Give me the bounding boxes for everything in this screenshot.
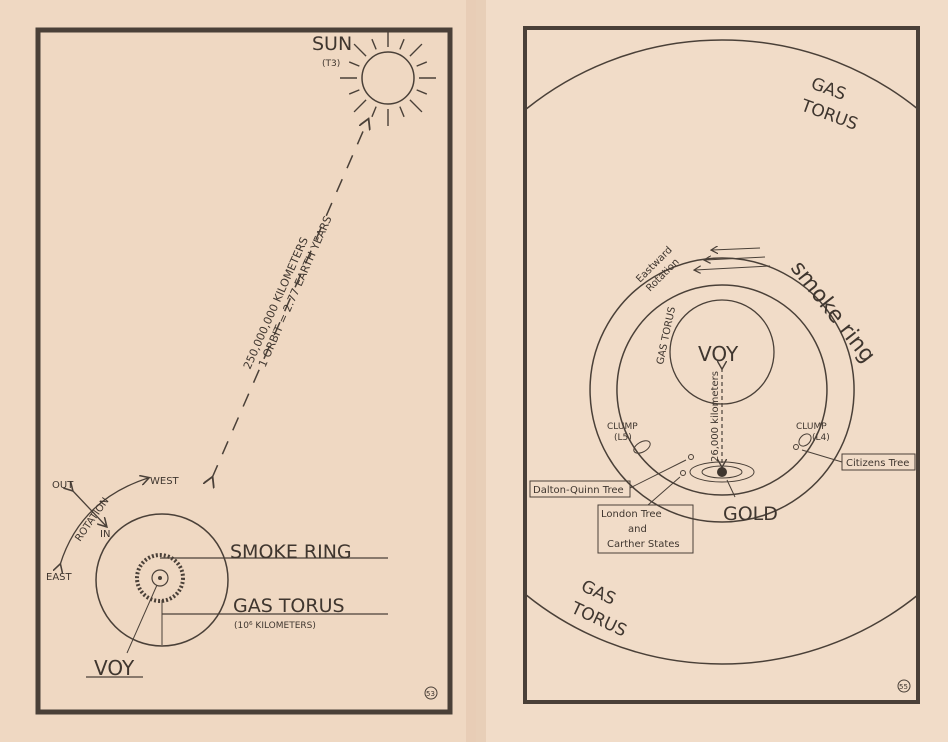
sun-ray [399,38,405,50]
citizens-tree-marker [793,444,799,450]
sun-ray [416,61,428,67]
right-page-number: 55 [899,683,908,691]
eastward-rotation-arrows [695,248,771,270]
london-tree-label: London Tree [601,509,662,520]
voy-leader [126,584,158,654]
voy-center [158,576,162,580]
page-number-badge [424,686,438,700]
voy-label: VOY [94,656,135,680]
sun-ray [353,99,367,113]
sun-ray [409,43,423,57]
sun-ray [371,38,377,50]
page-number-badge-right [897,679,911,693]
smoke-ring-band [589,257,855,523]
sun-label: SUN [312,33,352,55]
clump-l4-sub: (L4) [812,433,830,443]
carther-states-label: Carther States [607,539,680,550]
sun-ray [348,61,360,67]
sun-ray [409,99,423,113]
smoke-ring-label: SMOKE RING [230,541,352,563]
dalton-quinn-tree-marker [688,454,694,460]
citizens-tree-box [841,453,916,471]
gold-planet [689,461,755,483]
out-label: OUT [52,480,74,491]
scale-note: (10⁶ KILOMETERS) [234,621,316,631]
dalton-quinn-label: Dalton-Quinn Tree [533,485,624,496]
dalton-quinn-box [529,480,631,498]
london-tree-box [597,504,694,554]
voy-disc [151,569,169,587]
clump-l4-label: CLUMP [796,422,827,432]
gas-torus-label: GAS TORUS [233,595,345,617]
sun-icon [340,30,436,126]
in-label: IN [100,529,110,540]
left-page-number: 53 [426,690,435,698]
gas-torus-disc [95,513,229,647]
clump-l4-icon [798,433,812,447]
sun-ray [399,106,405,118]
sun-ray [371,106,377,118]
clump-l5-icon [633,440,651,454]
clump-l5-sub: (L5) [614,433,632,443]
right-page [476,0,948,742]
right-frame [523,26,920,704]
in-out-arrow [72,490,106,526]
voy-label-right: VOY [698,342,739,366]
london-tree-marker [680,470,686,476]
sun-sublabel: (T3) [322,59,340,69]
book-spine [466,0,486,742]
left-frame [35,27,453,715]
clump-l5-label: CLUMP [607,422,638,432]
sun-ray [348,89,360,95]
sun-ray [416,89,428,95]
east-label: EAST [46,572,73,583]
west-label: WEST [150,476,180,487]
citizens-tree-label: Citizens Tree [846,458,909,469]
smoke-ring-disc [135,553,185,603]
london-and-label: and [628,524,647,535]
distance-arrow [212,120,368,478]
distance-label: 26,000 kilometers [710,371,721,462]
gold-label: GOLD [723,503,778,525]
sun-ray [353,43,367,57]
outer-gas-torus-boundary [527,39,917,665]
